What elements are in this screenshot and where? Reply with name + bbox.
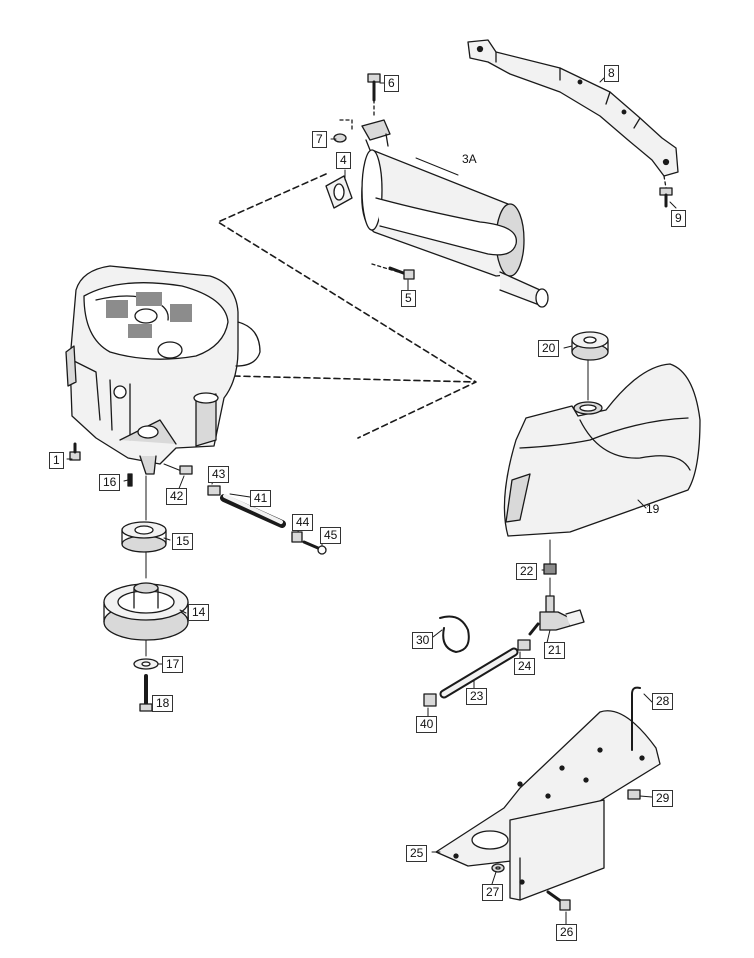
callout-44: 44 bbox=[292, 514, 314, 531]
callout-7: 7 bbox=[312, 131, 327, 148]
shutoff-valve-21 bbox=[528, 577, 585, 636]
callout-8: 8 bbox=[604, 65, 619, 82]
callout-40: 40 bbox=[416, 716, 438, 733]
callout-22: 22 bbox=[516, 563, 538, 580]
callout-23: 23 bbox=[466, 688, 488, 705]
pulley-15 bbox=[121, 521, 167, 553]
bolt-9 bbox=[659, 175, 673, 208]
tank-mounting-bracket bbox=[435, 710, 661, 901]
bolt-26 bbox=[546, 890, 571, 911]
clamp-24 bbox=[517, 639, 531, 651]
callout-41: 41 bbox=[250, 490, 272, 507]
callout-26: 26 bbox=[556, 924, 578, 941]
key-16 bbox=[127, 473, 133, 487]
bolt-5 bbox=[371, 263, 415, 280]
engine-bolt-1 bbox=[69, 442, 81, 461]
gasket-4 bbox=[325, 175, 353, 209]
callout-16: 16 bbox=[99, 474, 121, 491]
callout-28: 28 bbox=[652, 693, 674, 710]
fuel-tank bbox=[503, 359, 701, 537]
callout-18: 18 bbox=[152, 695, 174, 712]
muffler bbox=[361, 119, 549, 308]
callout-30: 30 bbox=[412, 632, 434, 649]
callout-17: 17 bbox=[162, 656, 184, 673]
callout-4: 4 bbox=[336, 152, 351, 169]
washer-17 bbox=[133, 658, 159, 670]
callout-9: 9 bbox=[671, 210, 686, 227]
j-bolt-28 bbox=[631, 686, 641, 751]
callout-14: 14 bbox=[188, 604, 210, 621]
clamp-40 bbox=[423, 693, 437, 707]
callout-20: 20 bbox=[538, 340, 560, 357]
bushing-22 bbox=[543, 539, 557, 575]
nut-29 bbox=[627, 789, 641, 800]
callout-45: 45 bbox=[320, 527, 342, 544]
callout-19: 19 bbox=[646, 502, 660, 516]
washer-27 bbox=[491, 863, 505, 873]
callout-5: 5 bbox=[401, 290, 416, 307]
exhaust-alignment-line bbox=[217, 173, 477, 439]
callout-29: 29 bbox=[652, 790, 674, 807]
callout-15: 15 bbox=[172, 533, 194, 550]
bolt-18 bbox=[139, 674, 153, 712]
callout-24: 24 bbox=[514, 658, 536, 675]
callout-42: 42 bbox=[166, 488, 188, 505]
fuel-line-41 bbox=[163, 463, 327, 555]
nut-7 bbox=[333, 119, 353, 143]
callout-3a: 3A bbox=[462, 152, 477, 166]
engine bbox=[65, 265, 261, 475]
callout-6: 6 bbox=[384, 75, 399, 92]
callout-25: 25 bbox=[406, 845, 428, 862]
fuel-line-23 bbox=[439, 647, 519, 699]
callout-27: 27 bbox=[482, 884, 504, 901]
muffler-bracket bbox=[467, 39, 679, 177]
callout-21: 21 bbox=[544, 642, 566, 659]
tie-strap-30 bbox=[439, 615, 470, 653]
bolt-6 bbox=[367, 73, 381, 119]
pulley-14 bbox=[103, 582, 189, 641]
callout-1: 1 bbox=[49, 452, 64, 469]
fuel-cap-20 bbox=[571, 331, 609, 361]
callout-43: 43 bbox=[208, 466, 230, 483]
